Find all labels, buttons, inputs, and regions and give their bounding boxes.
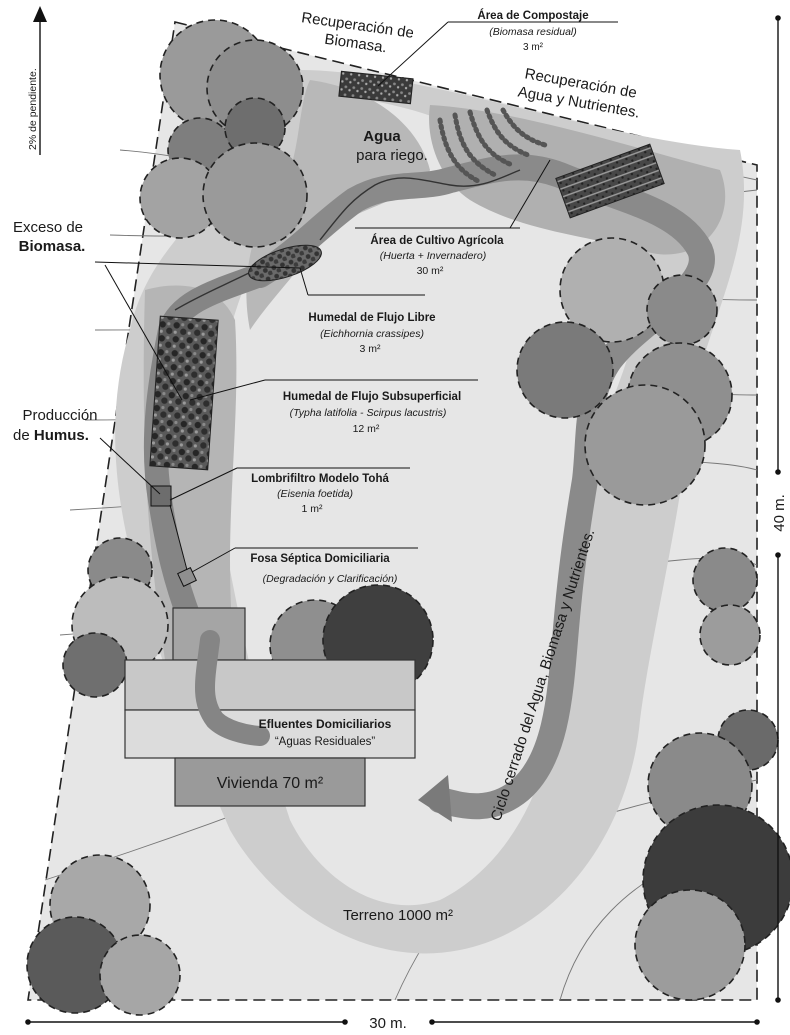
- subsuperficial-area: 12 m²: [353, 423, 380, 435]
- house-roof-lower: [124, 709, 416, 759]
- fosa-title: Fosa Séptica Domiciliaria: [250, 553, 390, 565]
- dimension-width-label: 30 m.: [369, 1015, 407, 1032]
- label-cultivo: Área de Cultivo Agrícola (Huerta + Inver…: [370, 234, 504, 277]
- trees: [26, 19, 790, 1016]
- house-roof-upper: [124, 659, 416, 711]
- fosa-subtitle: (Degradación y Clarificación): [263, 573, 398, 585]
- label-agua: Agua: [363, 128, 401, 145]
- subsuperficial-title: Humedal de Flujo Subsuperficial: [283, 391, 461, 403]
- label-flujo-libre: Humedal de Flujo Libre (Eichhornia crass…: [308, 312, 435, 355]
- label-biomasa: Biomasa.: [19, 238, 86, 255]
- lombrifiltro-area: 1 m²: [302, 503, 324, 515]
- label-para-riego: para riego.: [356, 147, 428, 164]
- leader-lines: [94, 21, 618, 573]
- slope-label: 2% de pendiente.: [27, 68, 39, 150]
- compostaje-subtitle: (Biomasa residual): [489, 26, 577, 38]
- slope-indicator: 2% de pendiente.: [27, 6, 47, 155]
- label-exceso: Exceso de: [13, 219, 83, 236]
- flujo-libre-subtitle: (Eichhornia crassipes): [320, 328, 424, 340]
- dimension-height-label: 40 m.: [771, 494, 788, 532]
- label-de-humus: de Humus.: [13, 427, 89, 444]
- label-aguas-residuales: “Aguas Residuales”: [275, 736, 376, 748]
- free-flow-wetland: [248, 244, 322, 282]
- cultivo-area: 30 m²: [417, 265, 444, 277]
- compostaje-title: Área de Compostaje: [477, 9, 588, 22]
- label-compostaje: Área de Compostaje (Biomasa residual) 3 …: [477, 9, 588, 53]
- effluent-channel-house: [195, 630, 270, 746]
- house: [124, 607, 416, 807]
- lombrifiltro-title: Lombrifiltro Modelo Tohá: [251, 473, 389, 485]
- irrigation-line: [174, 169, 521, 311]
- house-body: [174, 757, 366, 807]
- subsurface-wetland: [149, 315, 219, 471]
- vermifilter: [150, 485, 172, 507]
- cycle-arrow-head: [418, 775, 452, 822]
- label-produccion: Producción: [22, 407, 97, 424]
- cultivo-title: Área de Cultivo Agrícola: [370, 234, 504, 247]
- flujo-libre-title: Humedal de Flujo Libre: [308, 312, 435, 324]
- label-fosa: Fosa Séptica Domiciliaria (Degradación y…: [250, 553, 397, 585]
- greenhouse: [555, 143, 665, 219]
- dimension-height: 40 m.: [771, 15, 788, 1003]
- septic-tank: [177, 567, 197, 587]
- label-lombrifiltro: Lombrifiltro Modelo Tohá (Eisenia foetid…: [251, 473, 389, 515]
- compost-area: [338, 70, 414, 105]
- flujo-libre-area: 3 m²: [360, 343, 382, 355]
- compostaje-area: 3 m²: [523, 42, 544, 53]
- label-terreno: Terreno 1000 m²: [343, 907, 453, 924]
- lombrifiltro-subtitle: (Eisenia foetida): [277, 488, 353, 500]
- label-efluentes: Efluentes Domiciliarios: [259, 717, 392, 731]
- subsuperficial-subtitle: (Typha latifolia - Scirpus lacustris): [290, 407, 447, 419]
- crop-rows: [437, 107, 548, 185]
- dimension-width: 30 m.: [25, 1015, 760, 1032]
- label-vivienda: Vivienda 70 m²: [217, 775, 324, 792]
- label-subsuperficial: Humedal de Flujo Subsuperficial (Typha l…: [283, 391, 461, 435]
- cultivo-subtitle: (Huerta + Invernadero): [380, 250, 487, 262]
